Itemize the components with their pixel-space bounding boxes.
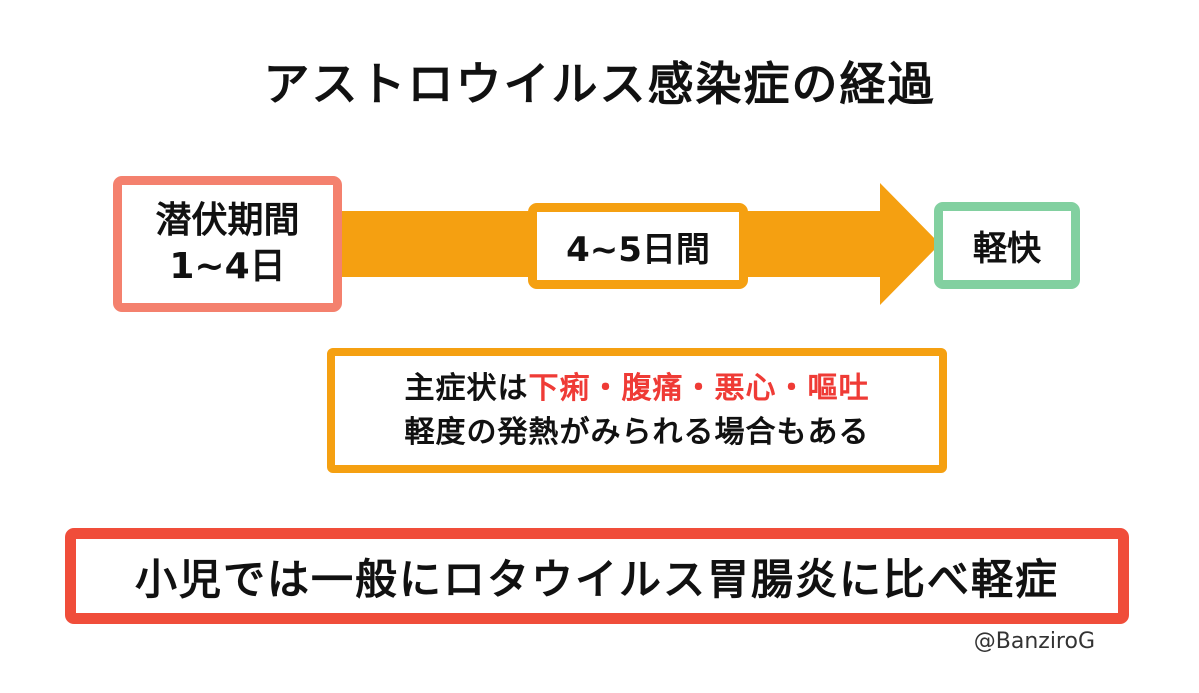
incubation-box: 潜伏期間 1~4日 (113, 176, 342, 312)
illness-period-box: 4~5日間 (528, 203, 748, 289)
incubation-duration: 1~4日 (169, 246, 286, 287)
severity-note-text: 小児では一般にロタウイルス胃腸炎に比べ軽症 (134, 554, 1059, 604)
incubation-label: 潜伏期間 (155, 200, 300, 241)
recovery-box: 軽快 (934, 202, 1080, 289)
symptoms-line-2: 軽度の発熱がみられる場合もある (404, 414, 870, 450)
symptoms-prefix: 主症状は (404, 370, 529, 406)
symptoms-box: 主症状は下痢・腹痛・悪心・嘔吐 軽度の発熱がみられる場合もある (327, 348, 947, 473)
diagram-title: アストロウイルス感染症の経過 (263, 57, 936, 111)
severity-note-box: 小児では一般にロタウイルス胃腸炎に比べ軽症 (65, 528, 1129, 624)
recovery-label: 軽快 (973, 229, 1041, 269)
illness-period-label: 4~5日間 (566, 229, 710, 270)
main-symptoms: 下痢・腹痛・悪心・嘔吐 (528, 370, 870, 406)
author-credit: @BanziroG (973, 629, 1095, 654)
symptoms-line-1: 主症状は下痢・腹痛・悪心・嘔吐 (405, 367, 870, 411)
